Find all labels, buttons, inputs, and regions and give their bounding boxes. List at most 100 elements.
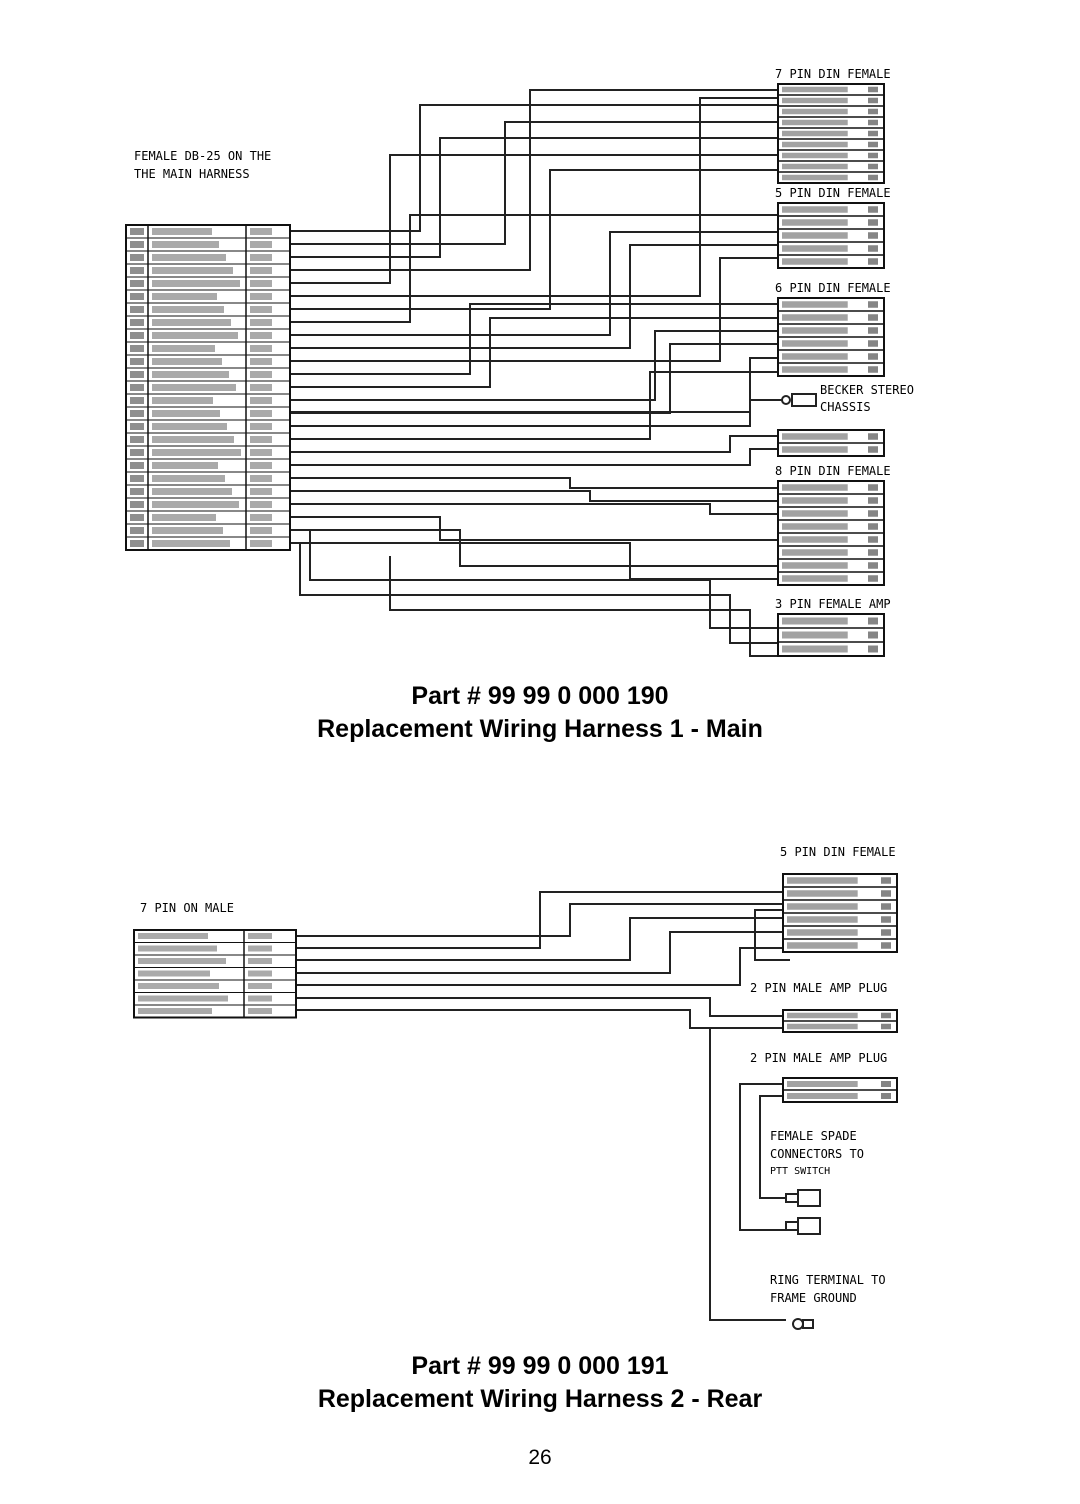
female-spade-connector-icon-2	[785, 1217, 821, 1235]
main-wire-10	[290, 244, 778, 349]
3pin-amp-pin-table	[777, 613, 885, 657]
main-wire-24	[290, 529, 778, 567]
r2a-pin-number-illegible	[881, 1023, 891, 1030]
c7-pin-label-illegible	[782, 141, 848, 148]
2pin-ground-pin-table	[777, 429, 885, 457]
db25-signal-illegible	[152, 267, 233, 274]
connector-label-5pin-din: 5 PIN DIN FEMALE	[775, 186, 891, 200]
db25-signal-illegible	[152, 306, 224, 313]
r2a-pin-label-illegible	[787, 1023, 858, 1030]
main-harness-wiring-svg: FEMALE DB-25 ON THE THE MAIN HARNESS 7 P…	[125, 67, 914, 657]
r5-pin-label-illegible	[787, 903, 858, 910]
main-wire-13	[290, 317, 778, 388]
main-harness-diagram: FEMALE DB-25 ON THE THE MAIN HARNESS 7 P…	[110, 60, 950, 670]
r5-pin-label-illegible	[787, 929, 858, 936]
ring-terminal-icon	[792, 1318, 814, 1330]
main-harness-part-number: Part # 99 99 0 000 190	[411, 682, 669, 710]
db25-color-illegible	[250, 384, 272, 391]
r2a-pin-number-illegible	[881, 1012, 891, 1019]
chassis-label: CHASSIS	[820, 400, 871, 414]
c8-pin-label-illegible	[782, 523, 848, 530]
main-wire-amp-1	[290, 529, 778, 629]
c8-pin-number-illegible	[868, 562, 878, 569]
db25-pin-number-illegible	[130, 514, 144, 521]
m7-signal-illegible	[138, 1008, 212, 1014]
rear-harness-wiring-svg: 7 PIN ON MALE 5 PIN DIN FEMALE 2 PIN MAL…	[133, 845, 898, 1330]
db25-color-illegible	[250, 475, 272, 482]
c3-frame	[777, 613, 885, 657]
db25-signal-illegible	[152, 371, 229, 378]
db25-signal-illegible	[152, 345, 215, 352]
main-harness-caption: Part # 99 99 0 000 190 Replacement Wirin…	[0, 680, 1080, 746]
r5-pin-label-illegible	[787, 916, 858, 923]
rear-harness-name: Replacement Wiring Harness 2 - Rear	[317, 1385, 763, 1413]
c8-pin-number-illegible	[868, 549, 878, 556]
db25-pin-number-illegible	[130, 280, 144, 287]
c7-pin-label-illegible	[782, 108, 848, 115]
rear-5pin-pin-table	[782, 873, 898, 953]
r5-pin-number-illegible	[881, 929, 891, 936]
c6-pin-label-illegible	[782, 314, 848, 321]
db25-pin-number-illegible	[130, 540, 144, 547]
db25-pin-number-illegible	[130, 345, 144, 352]
c6-pin-label-illegible	[782, 301, 848, 308]
db25-signal-illegible	[152, 475, 225, 482]
c3-pin-label-illegible	[782, 645, 848, 653]
db25-pin-number-illegible	[130, 332, 144, 339]
7pin-male-pin-table	[133, 929, 297, 1019]
m7-signal-illegible	[138, 995, 228, 1002]
main-wire-8	[290, 214, 778, 323]
c2-pin-label-illegible	[782, 446, 848, 453]
rear-harness-wires	[296, 891, 790, 1321]
becker-stereo-label: BECKER STEREO	[820, 383, 914, 397]
c3-pin-label-illegible	[782, 617, 848, 625]
female-spade-connector-icon	[785, 1189, 821, 1207]
main-wire-7	[290, 169, 778, 310]
c8-pin-number-illegible	[868, 523, 878, 530]
ring-note-line-2: FRAME GROUND	[770, 1291, 857, 1305]
c5-pin-number-illegible	[868, 219, 878, 226]
c6-pin-number-illegible	[868, 314, 878, 321]
db25-pin-number-illegible	[130, 241, 144, 248]
db25-color-illegible	[250, 254, 272, 261]
db25-color-illegible	[250, 358, 272, 365]
db25-color-illegible	[250, 514, 272, 521]
7pin-male-title: 7 PIN ON MALE	[140, 901, 234, 915]
main-wire-19	[290, 448, 778, 466]
db25-pin-number-illegible	[130, 501, 144, 508]
c5-pin-number-illegible	[868, 245, 878, 252]
db25-pin-number-illegible	[130, 371, 144, 378]
c6-pin-label-illegible	[782, 340, 848, 347]
main-harness-wires	[290, 89, 782, 657]
c8-pin-label-illegible	[782, 575, 848, 582]
spade-note-line-3: PTT SWITCH	[770, 1166, 830, 1177]
db25-signal-illegible	[152, 514, 216, 521]
c7-pin-label-illegible	[782, 152, 848, 159]
db25-connector-table	[125, 224, 291, 551]
db25-signal-illegible	[152, 488, 232, 495]
db25-pin-number-illegible	[130, 527, 144, 534]
rear-2pin-b-pin-table	[782, 1077, 898, 1103]
db25-signal-illegible	[152, 540, 230, 547]
rear-connector-label-5pin: 5 PIN DIN FEMALE	[780, 845, 896, 859]
r5-pin-number-illegible	[881, 916, 891, 923]
spade-note-line-2: CONNECTORS TO	[770, 1147, 864, 1161]
c6-pin-label-illegible	[782, 353, 848, 360]
c7-pin-label-illegible	[782, 86, 848, 93]
db25-color-illegible	[250, 241, 272, 248]
rear-wire-loop	[754, 909, 790, 961]
c3-pin-number-illegible	[868, 631, 878, 639]
db25-pin-number-illegible	[130, 319, 144, 326]
db25-signal-illegible	[152, 228, 212, 235]
m7-color-illegible	[248, 1008, 272, 1014]
db25-pin-number-illegible	[130, 306, 144, 313]
main-wire-3	[290, 137, 778, 258]
c7-pin-label-illegible	[782, 97, 848, 104]
m7-signal-illegible	[138, 933, 208, 939]
m7-signal-illegible	[138, 945, 217, 952]
c5-pin-number-illegible	[868, 258, 878, 265]
m7-color-illegible	[248, 945, 272, 952]
c6-pin-label-illegible	[782, 366, 848, 373]
rear-wire-ground	[709, 1027, 786, 1321]
c7-pin-number-illegible	[868, 97, 878, 104]
